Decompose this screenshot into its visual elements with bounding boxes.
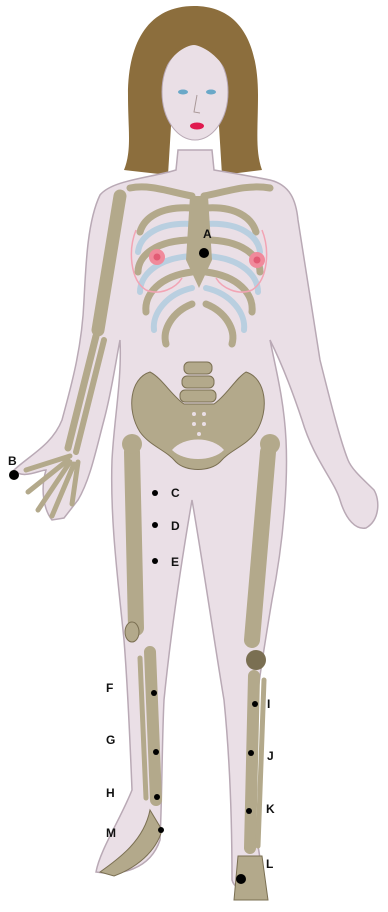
marker-h-label: H — [106, 787, 115, 799]
lumbar-spine — [180, 362, 216, 402]
right-femur-head — [260, 434, 280, 454]
marker-h-dot — [154, 794, 160, 800]
marker-k-label: K — [266, 803, 275, 815]
marker-i-label: I — [267, 698, 270, 710]
marker-b-label: B — [8, 455, 17, 467]
marker-f-dot — [151, 690, 157, 696]
left-patella — [125, 622, 139, 642]
marker-e-dot — [152, 558, 158, 564]
marker-m-dot — [158, 827, 164, 833]
right-eye — [206, 90, 216, 95]
marker-c-dot — [152, 490, 158, 496]
marker-f-label: F — [106, 682, 113, 694]
marker-g-dot — [153, 749, 159, 755]
left-femur — [132, 452, 136, 628]
marker-d-label: D — [171, 520, 180, 532]
left-eye — [178, 90, 188, 95]
marker-d-dot — [152, 522, 158, 528]
marker-a-dot — [199, 248, 209, 258]
marker-g-label: G — [106, 734, 115, 746]
left-nipple-center — [154, 254, 161, 261]
marker-b-dot — [9, 470, 19, 480]
marker-e-label: E — [171, 556, 179, 568]
right-nipple-center — [254, 257, 261, 264]
marker-m-label: M — [106, 827, 116, 839]
marker-j-label: J — [267, 750, 274, 762]
marker-c-label: C — [171, 487, 180, 499]
left-tibia — [150, 652, 156, 800]
marker-i-dot — [252, 701, 258, 707]
marker-a-label: A — [203, 228, 212, 240]
right-patella — [246, 650, 266, 670]
marker-l-label: L — [266, 858, 273, 870]
marker-l-dot — [236, 874, 246, 884]
lips — [190, 123, 204, 130]
left-femur-head — [122, 434, 142, 454]
marker-j-dot — [248, 750, 254, 756]
marker-k-dot — [246, 808, 252, 814]
